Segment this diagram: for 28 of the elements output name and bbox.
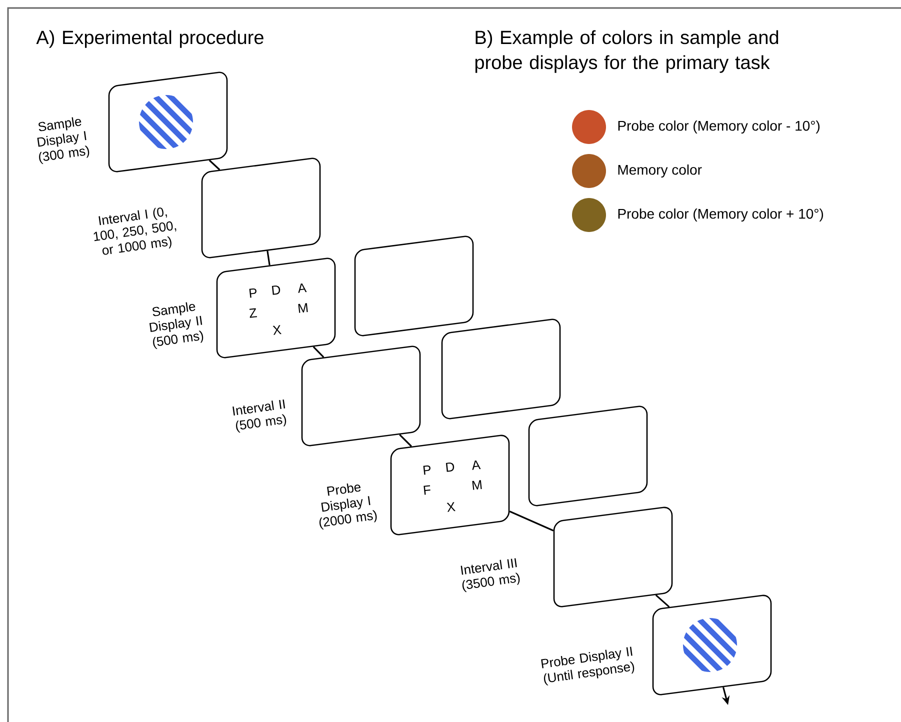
connector-line [312, 346, 324, 358]
screen-label: Interval I (0, 100, 250, 500, or 1000 ms) [94, 208, 176, 255]
connector-line [509, 510, 554, 532]
screen-box [528, 406, 648, 506]
legend-label: Probe color (Memory color - 10°) [618, 120, 820, 134]
screen-label: Probe Display I (2000 ms) [319, 483, 377, 530]
screen-label: Interval II (500 ms) [232, 399, 286, 433]
screen-label: Interval III (3500 ms) [460, 558, 520, 592]
screen-box [108, 72, 228, 172]
screen-box [201, 158, 321, 258]
screen-box [441, 318, 561, 420]
connector-line [655, 594, 670, 608]
screen-label: Sample Display I (300 ms) [37, 117, 90, 164]
screen-box [354, 236, 474, 336]
screen-box [652, 594, 772, 696]
legend-label: Probe color (Memory color + 10°) [618, 208, 824, 222]
screen-box [301, 346, 421, 446]
connector-line [266, 250, 270, 266]
panel-heading: A) Experimental procedure [36, 30, 264, 48]
screen-label: Probe Display II (Until response) [541, 646, 634, 686]
legend-label: Memory color [618, 164, 702, 178]
screen-box: P D A Z M X [216, 258, 336, 358]
screen-box [553, 506, 673, 608]
panel-heading: B) Example of colors in sample and probe displays for the primary task [475, 30, 778, 73]
screen-label: Sample Display II (500 ms) [149, 302, 204, 350]
connector-line [208, 160, 220, 170]
connector-line [399, 434, 412, 447]
screen-box: P D A F M X [390, 434, 510, 536]
